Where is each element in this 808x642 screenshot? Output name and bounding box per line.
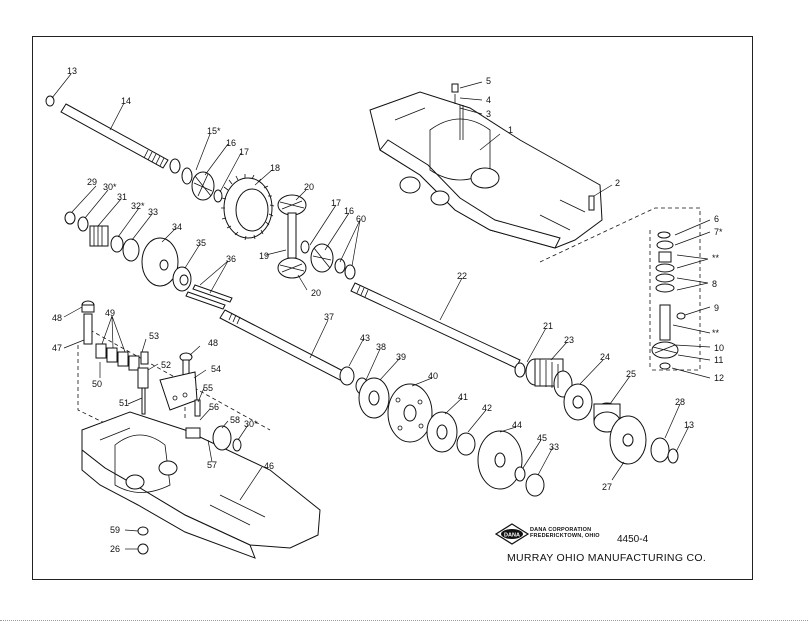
part-label: 55 [203,383,213,393]
part-label: 43 [360,333,370,343]
part-label: 12 [714,373,724,383]
part-label: 33 [549,442,559,452]
part-label: 7* [714,227,723,237]
part-label: 44 [512,420,522,430]
part-label: 60 [356,214,366,224]
part-label: 41 [458,392,468,402]
part-number-labels: 1234567***89**101112131415*1617182019201… [52,66,724,554]
right-stack [651,231,686,370]
part-label: 23 [564,335,574,345]
part-label: 25 [626,369,636,379]
part-label: 54 [211,364,221,374]
part-label: 5 [486,76,491,86]
part-label: 51 [119,398,129,408]
diagram-frame [32,36,753,580]
corp-line-2: FREDERICKTOWN, OHIO [530,533,600,539]
part-label: 40 [428,371,438,381]
part-label: 27 [602,482,612,492]
part-label: 36 [226,254,236,264]
part-label: 53 [149,331,159,341]
part-label: 52 [161,360,171,370]
part-label: 11 [714,355,723,365]
part-label: 56 [209,402,219,412]
part-label: 48 [52,313,62,323]
shaft-14 [45,95,169,169]
part-label: 24 [600,352,610,362]
upper-housing [369,83,603,249]
part-label: 29 [87,177,97,187]
part-label: 34 [172,222,182,232]
part-label: 6 [714,214,719,224]
part-label: 46 [264,461,274,471]
dana-logo-text: DANA [504,533,520,539]
part-label: 10 [714,343,724,353]
part-label: 13 [67,66,77,76]
ring-gear-18 [221,174,275,241]
part-label: 4 [486,95,491,105]
part-label: 47 [52,343,62,353]
gear-39 [358,377,390,419]
bevel-gear-16 [191,171,215,201]
part-label: 13 [684,420,694,430]
part-label: 22 [457,271,467,281]
pinion-gears-20 [277,194,307,279]
part-label: 18 [270,163,280,173]
part-label: 35 [196,238,206,248]
part-label: 49 [105,308,115,318]
part-label: 19 [259,251,269,261]
part-label: ** [712,328,720,338]
part-label: 38 [376,342,386,352]
diagram-number: 4450-4 [617,534,649,545]
part-label: 39 [396,352,406,362]
corporation-name: DANA CORPORATION FREDERICKTOWN, OHIO [530,527,600,539]
part-label: ** [712,253,720,263]
part-label: 21 [543,321,553,331]
part-label: 2 [615,178,620,188]
part-label: 30* [244,419,258,429]
part-label: 33 [148,207,158,217]
axle-22 [350,282,521,369]
needle-bearing-31 [89,225,109,247]
part-label: 20 [304,182,314,192]
part-label: 3 [486,109,491,119]
part-label: 17 [239,147,249,157]
part-label: 20 [311,288,321,298]
part-label: 45 [537,433,547,443]
part-label: 59 [110,525,120,535]
part-label: 16 [226,138,236,148]
part-label: 42 [482,403,492,413]
part-label: 26 [110,544,120,554]
leader-lines [51,73,711,550]
part-label: 30* [103,182,117,192]
part-label: 14 [121,96,131,106]
axle-37 [219,309,346,381]
part-label: 16 [344,206,354,216]
part-label: 1 [508,125,513,135]
part-label: 32* [131,201,145,211]
part-label: 48 [208,338,218,348]
part-label: 9 [714,303,719,313]
part-label: 15* [207,126,221,136]
part-label: 50 [92,379,102,389]
gear-40 [387,383,433,443]
manufacturer-name: MURRAY OHIO MANUFACTURING CO. [507,552,707,564]
part-label: 8 [712,279,717,289]
part-label: 17 [331,198,341,208]
part-label: 58 [230,415,240,425]
lower-housing [81,411,321,559]
spur-gear-23 [525,358,573,398]
page-edge-line [0,620,808,621]
part-label: 57 [207,460,217,470]
corp-line-1: DANA CORPORATION [530,527,592,533]
dana-logo-mark: DANA [494,523,530,545]
part-label: 37 [324,312,334,322]
gear-44 [477,430,523,490]
part-label: 31 [117,192,127,202]
part-label: 28 [675,397,685,407]
